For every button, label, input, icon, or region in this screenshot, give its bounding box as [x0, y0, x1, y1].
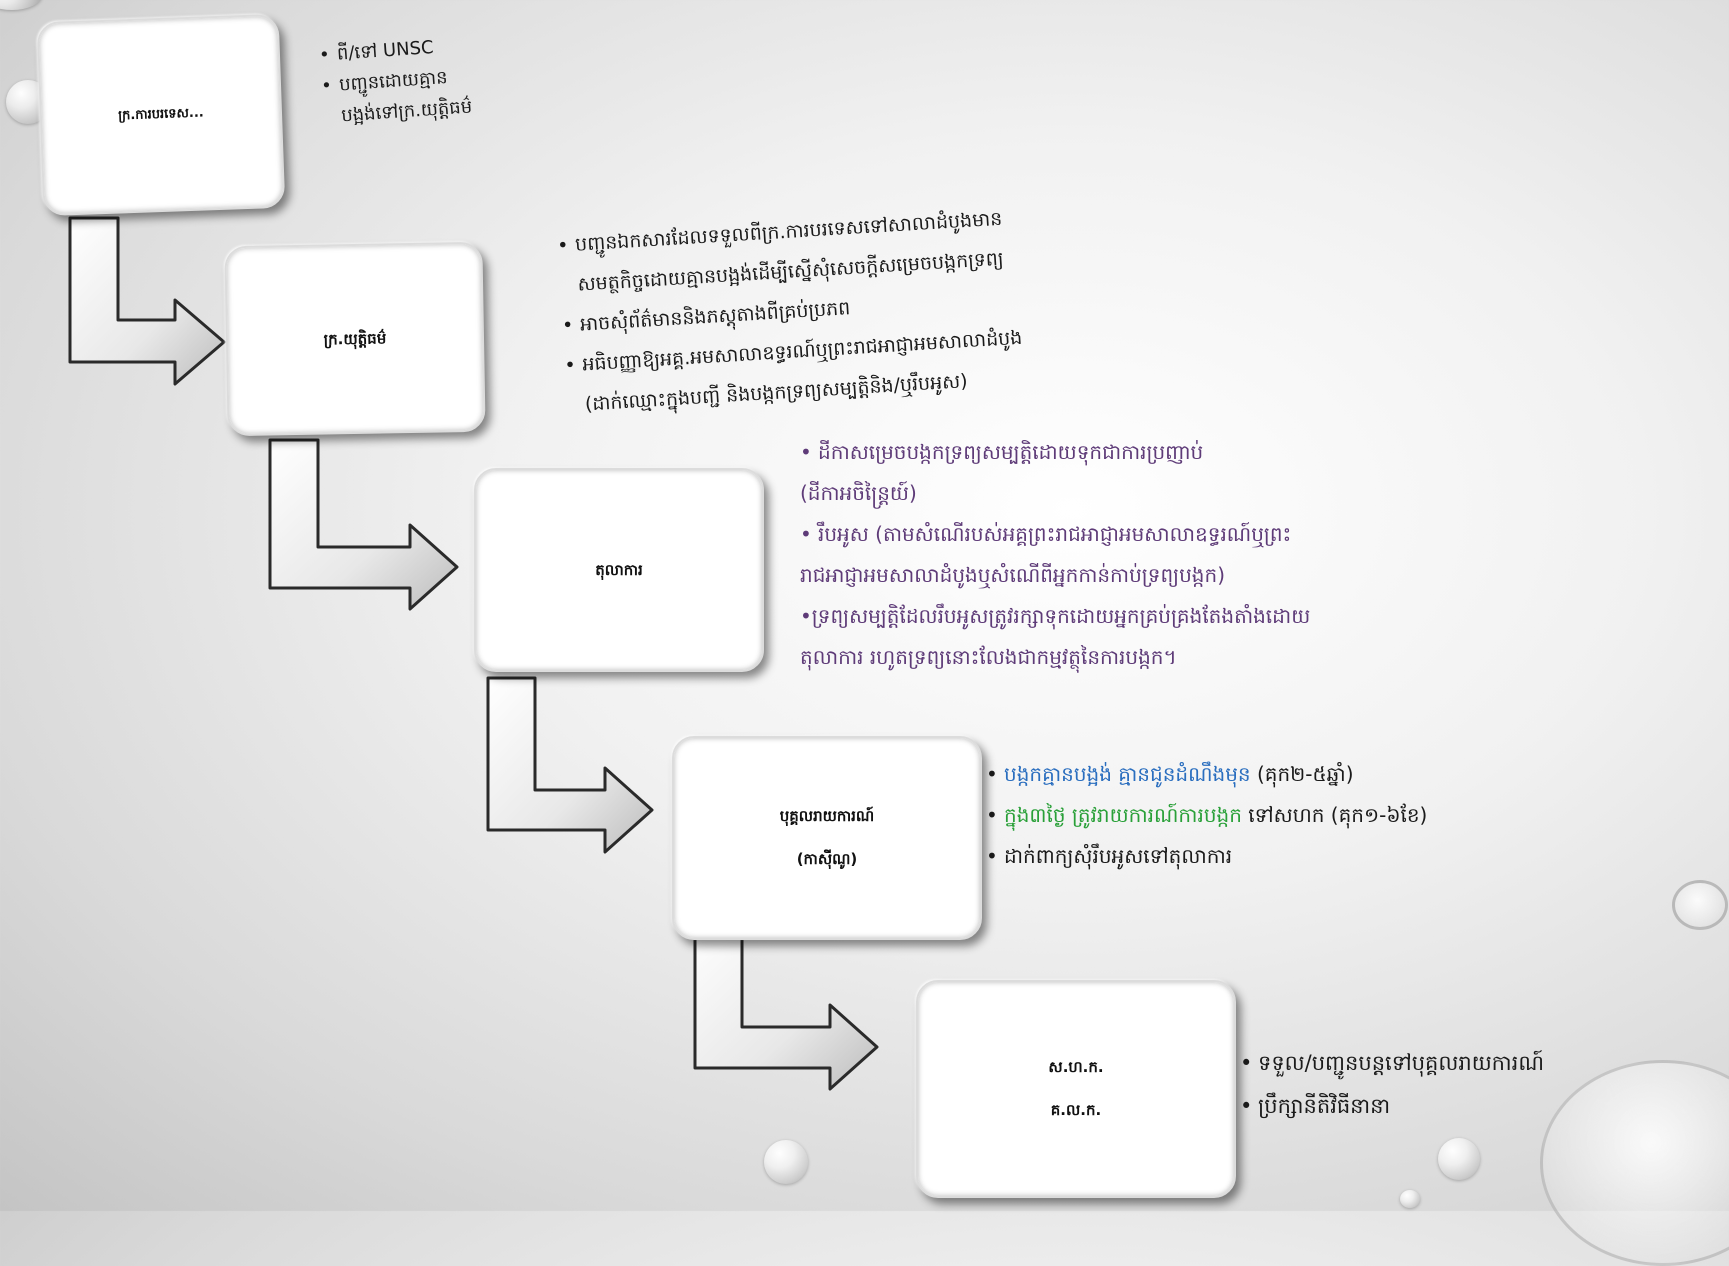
note-item: ប្រឹក្សានីតិវិធីនានា [1258, 1094, 1391, 1118]
note-item-continued: តុលាការ រហូតទ្រព្យនោះលែងជាកម្មវត្ថុនៃការ… [800, 645, 1177, 669]
arrow-3 [486, 676, 654, 854]
box-label: ស.ហ.ក. [1048, 1058, 1104, 1076]
note-item: ដីកាសម្រេចបង្កកទ្រព្យសម្បត្តិដោយទុកជាការ… [818, 440, 1204, 464]
note-court: •ដីកាសម្រេចបង្កកទ្រព្យសម្បត្តិដោយទុកជាកា… [800, 432, 1310, 678]
box-label: តុលាការ [595, 560, 643, 579]
box-label: ក្រ.យុត្តិធម៌ [323, 328, 387, 349]
note-justice-ministry: •បញ្ជូនឯកសារដែលទទួលពីក្រ.ការបរទេសទៅសាលាដ… [556, 198, 1026, 426]
arrow-1 [68, 216, 226, 386]
note-safu: •ទទួល/បញ្ជូនបន្តទៅបុគ្គលរាយការណ៍ •ប្រឹក្… [1240, 1051, 1544, 1118]
water-drop-top-left-edge [0, 0, 42, 10]
note-foreign-ministry: •ពី/ទៅ UNSC •បញ្ជូនដោយគ្មាន បង្អង់ទៅក្រ.… [318, 30, 473, 133]
note-item-penalty: ទៅសហក (គុក១-៦ខែ) [1241, 803, 1428, 827]
box-label: ក្រ.ការបរទេស... [117, 105, 204, 124]
step-box-court: តុលាការ [474, 468, 764, 672]
note-item: ទទួល/បញ្ជូនបន្តទៅបុគ្គលរាយការណ៍ [1258, 1051, 1544, 1075]
note-item-continued: រាជអាជ្ញាអមសាលាដំបូងឬសំណើពីអ្នកកាន់កាប់ទ… [800, 563, 1225, 587]
water-ring-right [1672, 880, 1728, 930]
water-drop-bottom-center [764, 1140, 808, 1184]
step-box-foreign-ministry: ក្រ.ការបរទេស... [36, 13, 286, 217]
step-box-safu: ស.ហ.ក. គ.ល.ក. [916, 980, 1236, 1198]
note-item-highlight: បង្កកគ្មានបង្អង់ គ្មានជូនដំណឹងមុន [1004, 762, 1251, 786]
note-item-highlight: ក្នុង៣ថ្ងៃ ត្រូវរាយការណ៍ការបង្កក [1004, 803, 1242, 827]
note-item: រឹបអូស (តាមសំណើរបស់អគ្គព្រះរាជអាជ្ញាអមសា… [818, 522, 1292, 546]
note-item-penalty: (គុក២-៥ឆ្នាំ) [1250, 762, 1354, 786]
arrow-2 [268, 438, 459, 611]
note-item: ដាក់ពាក្យសុំរឹបអូសទៅតុលាការ [1004, 844, 1233, 868]
note-item: ពី/ទៅ UNSC [336, 36, 435, 65]
note-item: បញ្ជូនដោយគ្មាន [338, 67, 449, 96]
step-box-justice-ministry: ក្រ.យុត្តិធម៌ [224, 241, 486, 437]
note-reporting-entity: •បង្កកគ្មានបង្អង់ គ្មានជូនដំណឹងមុន (គុក២… [986, 762, 1428, 868]
arrow-4 [693, 916, 879, 1091]
note-item-continued: (ដីកាអចិន្ត្រៃយ៍) [800, 481, 917, 505]
note-item: •ទ្រព្យសម្បត្តិដែលរឹបអូសត្រូវរក្សាទុកដោយ… [800, 604, 1311, 628]
water-drop-bottom-right [1438, 1138, 1480, 1180]
flow-arrows [68, 216, 879, 1091]
box-sublabel: គ.ល.ក. [1050, 1101, 1102, 1119]
box-sublabel: (កាស៊ីណូ) [796, 850, 858, 868]
step-box-reporting-entity: បុគ្គលរាយការណ៍ (កាស៊ីណូ) [672, 736, 982, 940]
box-label: បុគ្គលរាយការណ៍ [779, 807, 875, 825]
water-drop-far-bottom [1400, 1190, 1420, 1208]
